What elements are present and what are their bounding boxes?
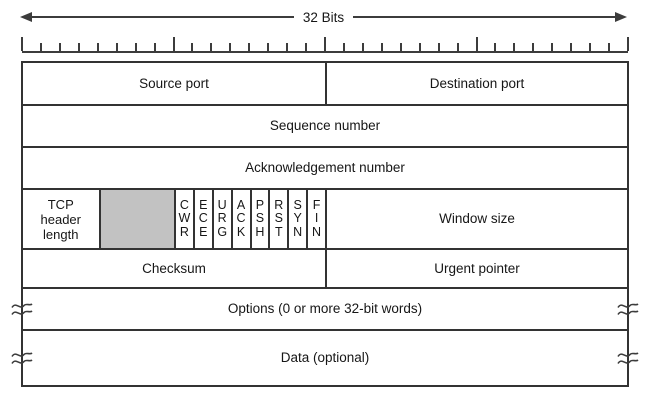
row-ports: Source port Destination port [23,63,627,104]
ruler-tick [153,43,156,51]
field-sequence-number: Sequence number [269,118,381,133]
row-sequence-number: Sequence number [23,104,627,146]
ruler-tick [437,43,440,51]
flag-ece: E C E [192,190,212,248]
ruler-tick [494,43,497,51]
ruler-tick [58,43,61,51]
ruler-tick [324,37,326,51]
bits-width-arrow: 32 Bits [20,8,627,26]
row-flags: TCP header length C W R E C E U R G A C … [23,188,627,248]
ruler-tick [513,43,516,51]
ruler-tick [532,43,535,51]
flag-syn: S Y N [287,190,306,248]
flag-fin: F I N [306,190,325,248]
flag-rst: R S T [268,190,287,248]
arrow-line-left [32,16,294,18]
ruler-tick [456,43,459,51]
row-acknowledgement-number: Acknowledgement number [23,146,627,188]
row-data: Data (optional) [11,329,639,385]
field-urgent-pointer: Urgent pointer [325,250,627,287]
ruler-tick [418,43,421,51]
ruler-tick [589,43,592,51]
ruler-tick [96,43,99,51]
ruler-tick [115,43,118,51]
field-data: Data (optional) [280,350,370,365]
ruler-tick [77,43,80,51]
field-tcp-header-length: TCP header length [40,196,81,242]
flag-psh: P S H [249,190,269,248]
ruler-tick [286,43,289,51]
field-window-size: Window size [325,190,627,248]
ruler-tick [210,43,213,51]
unused-field [98,190,174,248]
header-table: Source port Destination port Sequence nu… [11,61,639,387]
ruler-tick [627,37,629,51]
ruler-tick [191,43,194,51]
arrowhead-right-icon [615,12,627,22]
ruler-tick [305,43,308,51]
flag-cwr: C W R [174,190,193,248]
ruler-tick [608,43,611,51]
ruler-tick [380,43,383,51]
bits-label: 32 Bits [302,9,345,25]
ruler-tick [134,43,137,51]
ruler-tick [248,43,251,51]
ruler-tick [342,43,345,51]
flag-urg: U R G [211,190,231,248]
ruler-tick [475,37,478,51]
bit-ruler [21,36,629,53]
field-options: Options (0 or more 32-bit words) [227,301,423,316]
ruler-tick [399,43,402,51]
ruler-tick [361,43,364,51]
ruler-tick [570,43,573,51]
flag-ack: A C K [230,190,250,248]
field-destination-port: Destination port [325,63,627,104]
ruler-tick [21,37,23,51]
ruler-tick [267,43,270,51]
arrow-line-right [353,16,615,18]
ruler-tick [229,43,232,51]
field-source-port: Source port [139,75,209,91]
arrowhead-left-icon [20,12,32,22]
ruler-tick [172,37,175,51]
row-checksum: Checksum Urgent pointer [23,248,627,287]
row-options: Options (0 or more 32-bit words) [11,287,639,329]
field-checksum: Checksum [142,260,206,276]
ruler-tick [39,43,42,51]
ruler-tick [551,43,554,51]
field-acknowledgement-number: Acknowledgement number [245,160,405,175]
